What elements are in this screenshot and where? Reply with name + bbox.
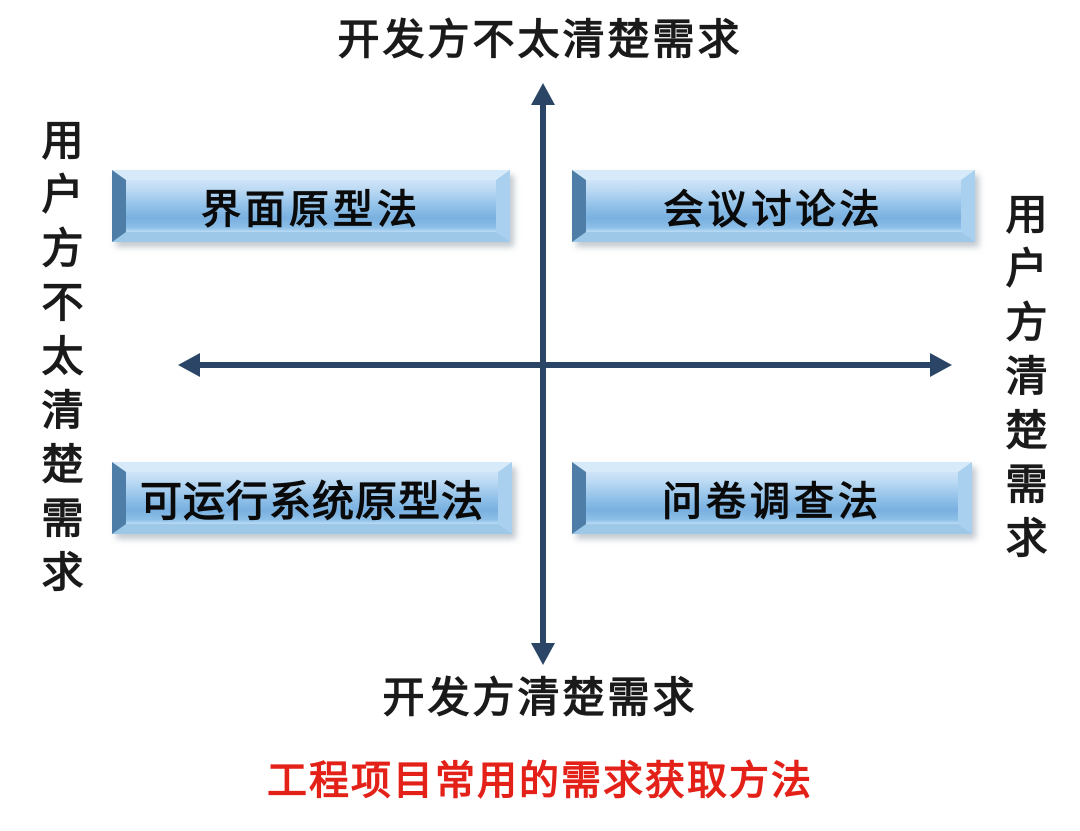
axis-label-left: 用户方不太清楚需求 <box>35 118 84 604</box>
horizontal-axis-line <box>190 362 932 368</box>
arrow-up-icon <box>531 83 555 105</box>
axis-label-top: 开发方不太清楚需求 <box>337 15 743 64</box>
axis-label-bottom: 开发方清楚需求 <box>382 673 698 722</box>
arrow-left-icon <box>178 353 200 377</box>
vertical-axis-line <box>540 100 546 645</box>
quadrant-box-top-right[interactable]: 会议讨论法 <box>572 170 975 242</box>
arrow-right-icon <box>930 353 952 377</box>
arrow-down-icon <box>531 643 555 665</box>
quadrant-box-bottom-right[interactable]: 问卷调查法 <box>572 462 972 534</box>
quadrant-label-bottom-right: 问卷调查法 <box>662 479 882 525</box>
quadrant-label-top-right: 会议讨论法 <box>663 187 884 233</box>
diagram-caption: 工程项目常用的需求获取方法 <box>267 758 813 804</box>
quadrant-box-top-left[interactable]: 界面原型法 <box>112 170 510 242</box>
axis-label-right: 用户方清楚需求 <box>999 192 1048 570</box>
quadrant-label-top-left: 界面原型法 <box>201 187 421 233</box>
quadrant-box-bottom-left[interactable]: 可运行系统原型法 <box>112 462 512 534</box>
quadrant-label-bottom-left: 可运行系统原型法 <box>139 476 484 526</box>
